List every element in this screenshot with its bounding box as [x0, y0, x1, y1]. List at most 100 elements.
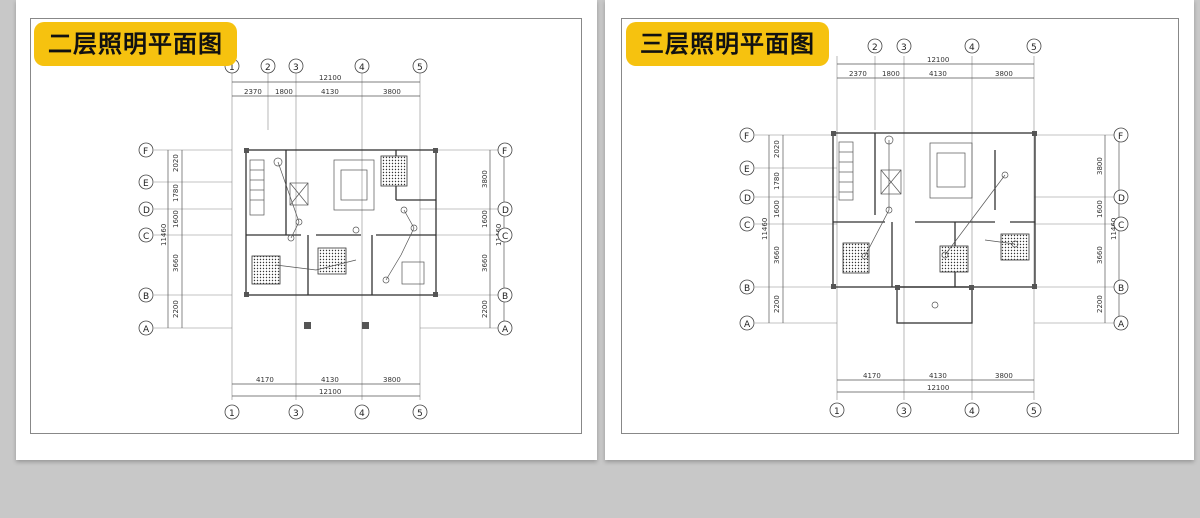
axis-left-B: B [744, 284, 750, 294]
axis-left-A: A [143, 325, 150, 335]
dim-top-1: 2370 [849, 70, 867, 78]
axis-bottom-4: 4 [969, 407, 975, 417]
axis-top-3: 3 [901, 43, 907, 53]
axis-right-C: C [502, 232, 508, 242]
dim-top-total: 12100 [319, 74, 341, 82]
axis-right-C: C [1118, 221, 1124, 231]
left-dimensions: 2020 1780 1600 3660 2200 11460 [761, 135, 784, 323]
axis-left-C: C [143, 232, 149, 242]
axis-right-A: A [1118, 320, 1125, 330]
dim-right-3: 3660 [1096, 246, 1104, 264]
panel-title-2f: 二层照明平面图 [34, 22, 237, 66]
dim-left-5: 2200 [172, 300, 180, 318]
dim-bottom-1: 4170 [863, 372, 881, 380]
top-dimensions: 12100 2370 1800 4130 3800 [232, 74, 420, 97]
dim-right-4: 2200 [1096, 295, 1104, 313]
axis-bottom-4: 4 [359, 409, 365, 419]
panel-title-3f: 三层照明平面图 [626, 22, 829, 66]
bottom-dimensions: 4170 4130 3800 12100 [837, 372, 1034, 393]
floor-plan-2f: 12100 2370 1800 4130 3800 4170 4130 3800… [138, 58, 513, 420]
dim-bottom-total: 12100 [927, 384, 949, 392]
dim-left-1: 2020 [773, 140, 781, 158]
dim-top-3: 4130 [321, 88, 339, 96]
axis-top-1: 1 [229, 63, 235, 73]
left-dimensions: 2020 1780 1600 3660 2200 11460 [160, 150, 183, 328]
axis-right-B: B [502, 292, 508, 302]
axis-bottom-1: 1 [834, 407, 840, 417]
axis-right-F: F [1118, 132, 1123, 142]
bottom-dimensions: 4170 4130 3800 12100 [232, 376, 420, 397]
axis-markers-bottom: 1 3 4 5 [224, 404, 428, 420]
axis-top-4: 4 [359, 63, 365, 73]
axis-markers-right: F D C B A [497, 142, 513, 336]
page-right: 12100 2370 1800 4130 3800 4170 4130 3800… [605, 0, 1194, 460]
grid-lines-horizontal [755, 134, 1123, 324]
axis-left-A: A [744, 320, 751, 330]
dim-left-2: 1780 [773, 172, 781, 190]
axis-top-3: 3 [293, 63, 299, 73]
dim-right-1: 3800 [481, 170, 489, 188]
axis-left-E: E [143, 179, 149, 189]
axis-top-4: 4 [969, 43, 975, 53]
axis-markers-top: 1 2 3 4 5 [224, 58, 428, 74]
grid-lines-vertical [231, 72, 421, 400]
axis-bottom-5: 5 [1031, 407, 1037, 417]
axis-top-5: 5 [417, 63, 423, 73]
dim-top-total: 12100 [927, 56, 949, 64]
dim-right-2: 1600 [1096, 200, 1104, 218]
axis-left-F: F [143, 147, 148, 157]
axis-left-D: D [143, 206, 150, 216]
axis-left-B: B [143, 292, 149, 302]
axis-right-A: A [502, 325, 509, 335]
dim-bottom-2: 4130 [321, 376, 339, 384]
dim-bottom-3: 3800 [995, 372, 1013, 380]
axis-markers-right: F D C B A [1113, 127, 1129, 331]
dim-bottom-1: 4170 [256, 376, 274, 384]
dim-left-total: 11460 [761, 218, 769, 240]
dim-left-5: 2200 [773, 295, 781, 313]
axis-right-B: B [1118, 284, 1124, 294]
dim-top-1: 2370 [244, 88, 262, 96]
building-outline-2f [244, 148, 438, 329]
axis-left-E: E [744, 165, 750, 175]
dim-bottom-3: 3800 [383, 376, 401, 384]
axis-top-5: 5 [1031, 43, 1037, 53]
dim-top-2: 1800 [882, 70, 900, 78]
axis-bottom-3: 3 [293, 409, 299, 419]
dim-left-4: 3660 [172, 254, 180, 272]
grid-lines-vertical [836, 56, 1035, 400]
dim-top-4: 3800 [383, 88, 401, 96]
drawing-frame-right [621, 18, 1179, 434]
axis-left-C: C [744, 221, 750, 231]
axis-right-F: F [502, 147, 507, 157]
building-outline-3f [831, 131, 1037, 324]
grid-lines-horizontal [154, 149, 508, 329]
axis-right-D: D [1118, 194, 1125, 204]
axis-markers-top: 2 3 4 5 [867, 38, 1042, 54]
dim-left-3: 1600 [773, 200, 781, 218]
dim-right-total: 11460 [1110, 218, 1118, 240]
axis-top-2: 2 [872, 43, 878, 53]
dim-top-2: 1800 [275, 88, 293, 96]
axis-markers-left: F E D C B A [138, 142, 154, 336]
dim-top-4: 3800 [995, 70, 1013, 78]
axis-bottom-3: 3 [901, 407, 907, 417]
dim-left-total: 11460 [160, 224, 168, 246]
dim-left-4: 3660 [773, 246, 781, 264]
page-left: 12100 2370 1800 4130 3800 4170 4130 3800… [16, 0, 597, 460]
axis-right-D: D [502, 206, 509, 216]
axis-markers-left: F E D C B A [739, 127, 755, 331]
floor-plan-3f: 12100 2370 1800 4130 3800 4170 4130 3800… [739, 38, 1129, 418]
axis-bottom-1: 1 [229, 409, 235, 419]
dim-left-1: 2020 [172, 154, 180, 172]
axis-left-D: D [744, 194, 751, 204]
dim-bottom-2: 4130 [929, 372, 947, 380]
dim-left-2: 1780 [172, 184, 180, 202]
dim-right-4: 2200 [481, 300, 489, 318]
dim-bottom-total: 12100 [319, 388, 341, 396]
axis-top-2: 2 [265, 63, 271, 73]
top-dimensions: 12100 2370 1800 4130 3800 [837, 56, 1034, 79]
dim-left-3: 1600 [172, 210, 180, 228]
dim-right-1: 3800 [1096, 157, 1104, 175]
dim-top-3: 4130 [929, 70, 947, 78]
